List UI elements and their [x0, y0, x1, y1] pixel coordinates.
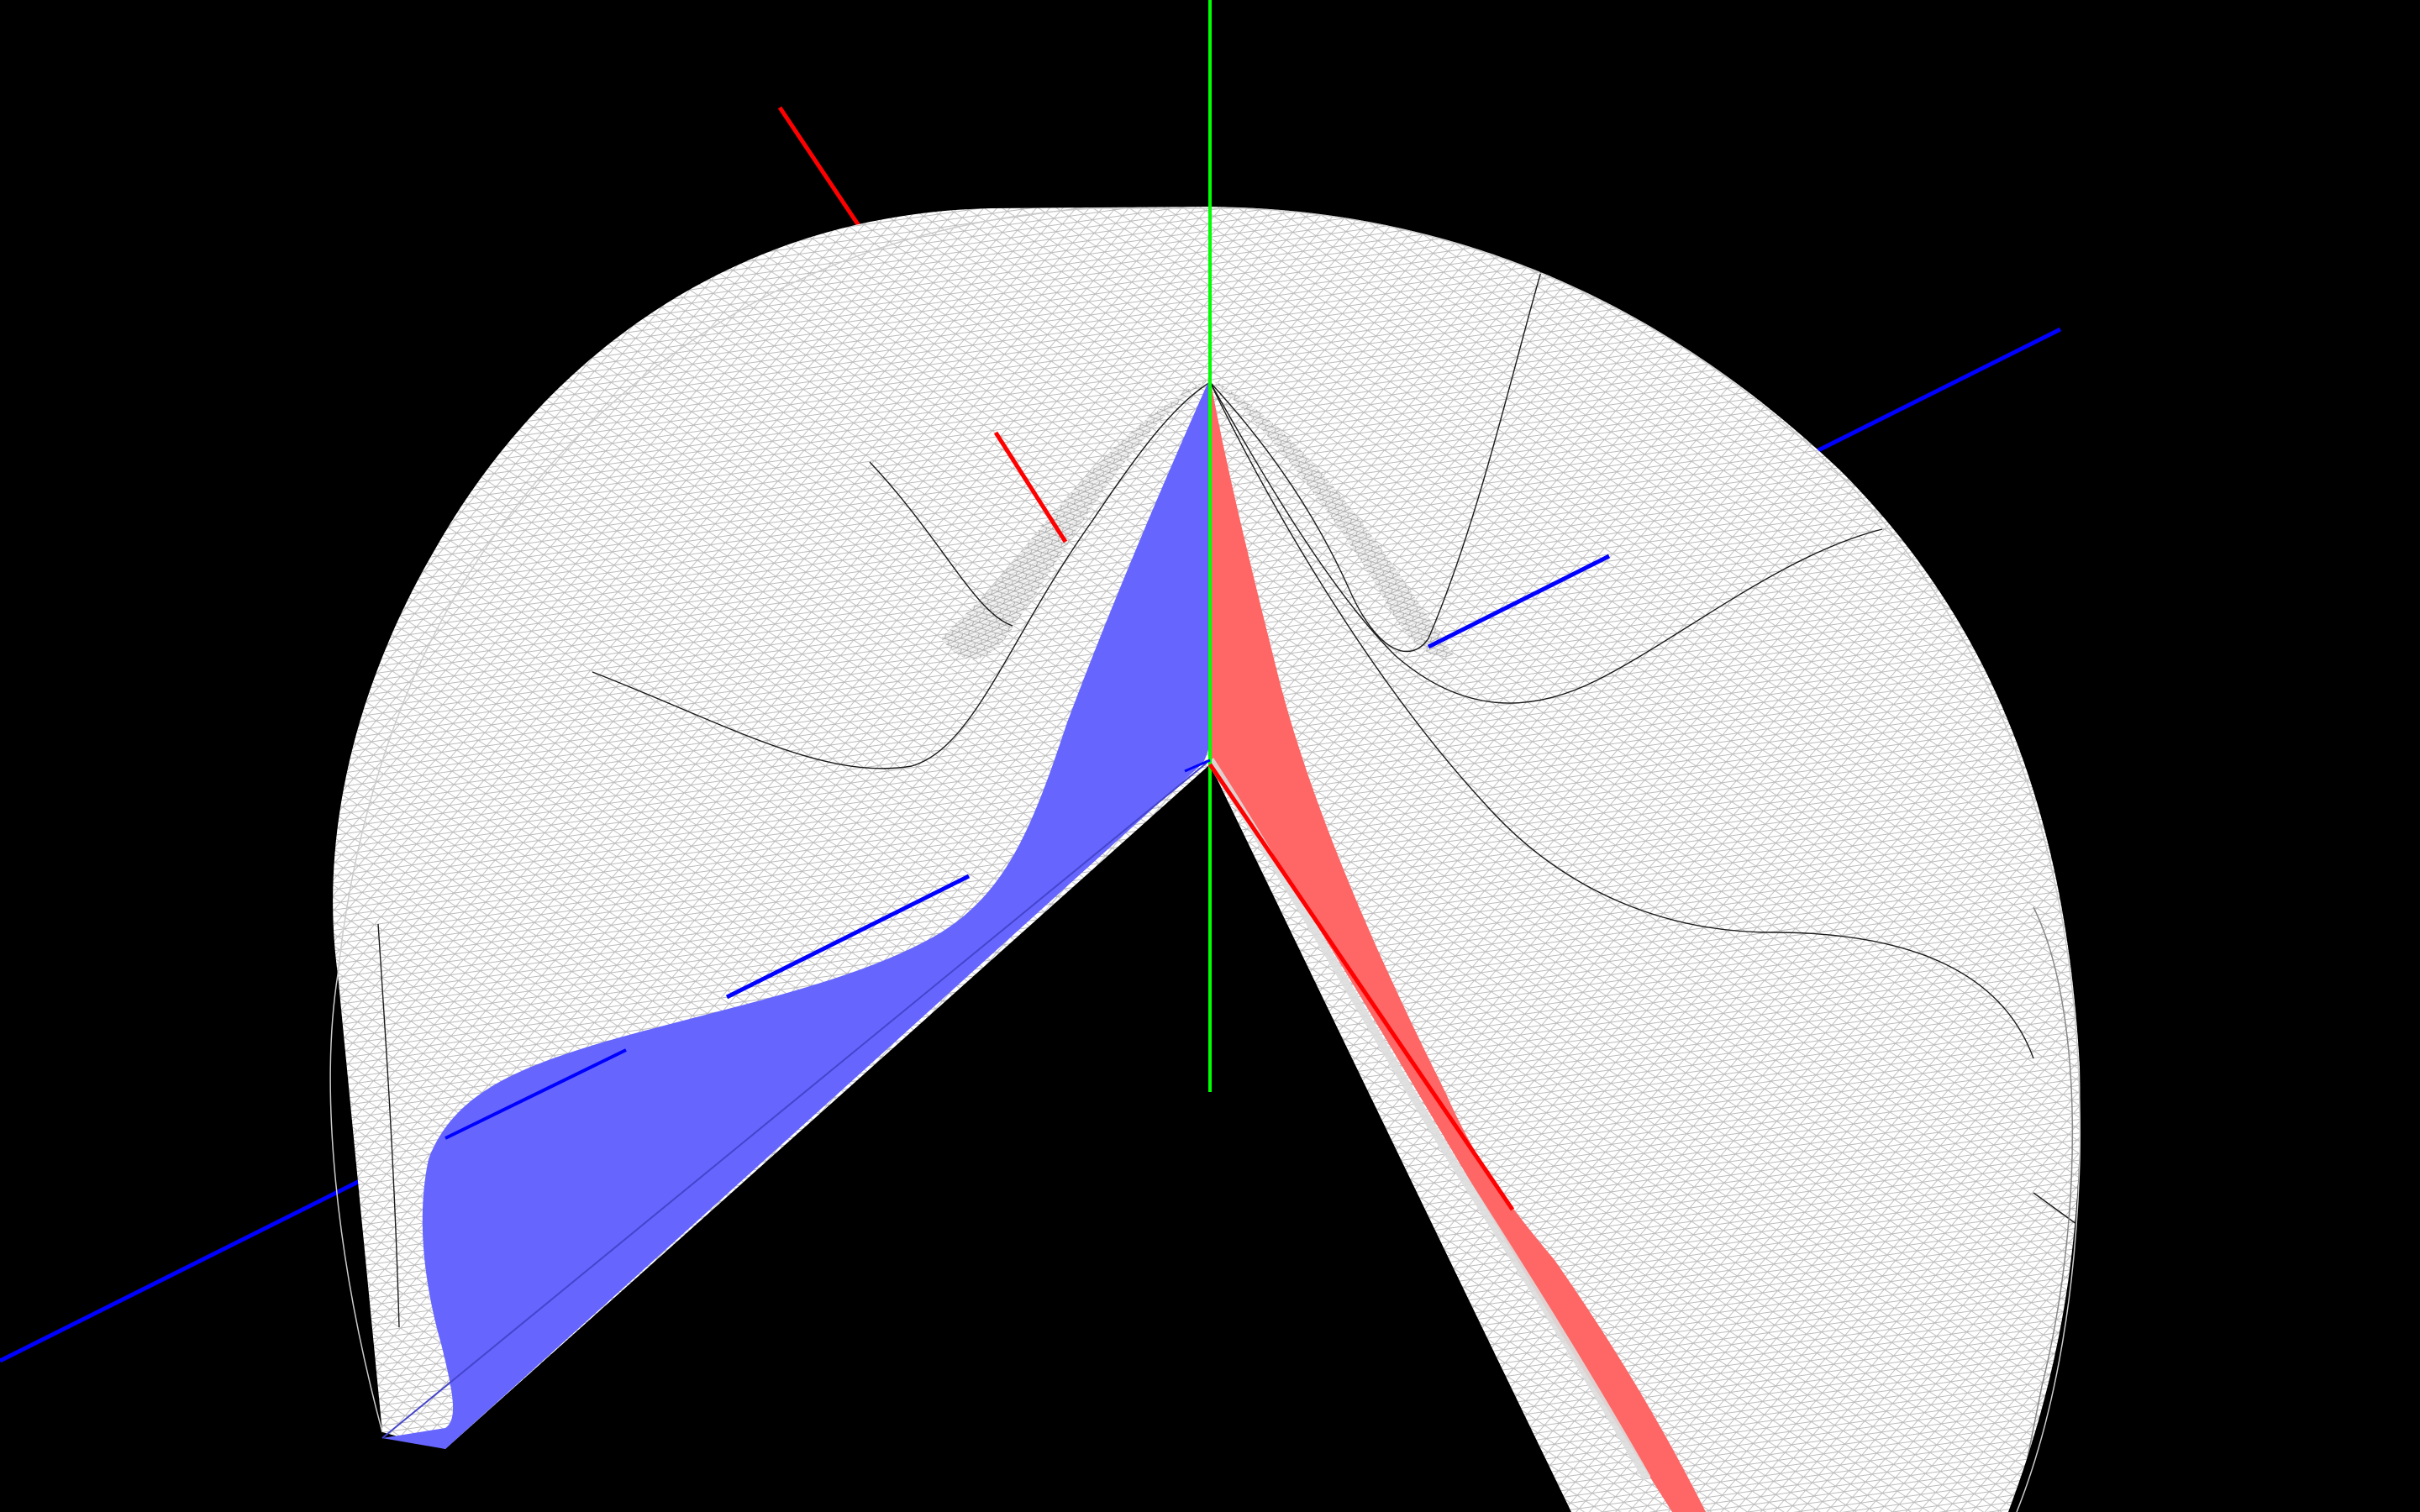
contour-line: [1209, 268, 1543, 653]
contour-line: [377, 923, 400, 1328]
axes-front: [445, 0, 1611, 1211]
surface-outline: [329, 207, 2081, 1512]
contour-line: [1209, 381, 1883, 704]
contour-line: [1209, 381, 2034, 1059]
x-axis-inner-line: [993, 431, 1068, 543]
z-axis-mid-line: [725, 874, 971, 1000]
z-axis-back-line: [1813, 327, 2062, 454]
z-axis-inner-line: [1427, 554, 1611, 649]
peak-ridge: [941, 378, 1210, 659]
cut-face-blue-edge: [381, 759, 1211, 1439]
z-axis-origin-tick: [1184, 759, 1211, 773]
cut-face-red-inner: [1206, 758, 1651, 1481]
outer-rim-right: [2016, 906, 2074, 1512]
x-axis-front-line: [1207, 763, 1515, 1211]
peak-ridge-right: [1210, 378, 1454, 657]
contour-line: [869, 461, 1013, 627]
z-axis-front-line: [0, 1157, 405, 1363]
z-axis-near-line: [445, 1048, 627, 1140]
contour-line: [2033, 1192, 2081, 1227]
contour-line: [592, 381, 1211, 769]
cut-face-blue: [382, 378, 1211, 1449]
